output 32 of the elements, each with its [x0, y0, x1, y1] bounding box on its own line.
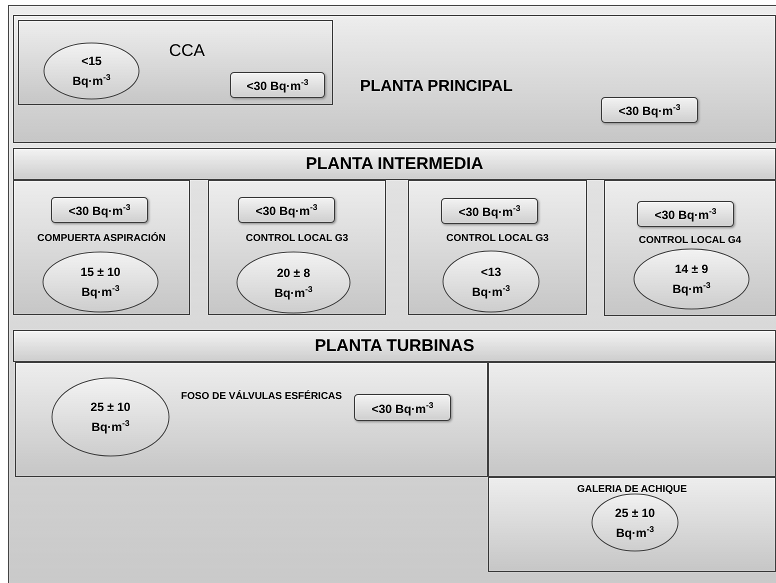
- measurement-tag: <30 Bq·m$^{-3}$: [51, 197, 148, 223]
- area-label: GALERIA DE ACHIQUE: [576, 484, 688, 495]
- measurement-value: <15 Bq·m$^{-3}$: [71, 53, 112, 89]
- measurement-value: 15 ± 10 Bq·m$^{-3}$: [80, 264, 122, 300]
- floor-header-bar: PLANTA INTERMEDIA: [13, 148, 776, 180]
- area-label: FOSO DE VÁLVULAS ESFÉRICAS: [181, 391, 342, 402]
- floor-area: [13, 180, 190, 315]
- measurement-value: 14 ± 9 Bq·m$^{-3}$: [671, 261, 712, 297]
- measurement-tag: <30 Bq·m$^{-3}$: [230, 72, 325, 98]
- measurement-tag: <30 Bq·m$^{-3}$: [637, 201, 734, 227]
- area-label: CONTROL LOCAL G4: [638, 235, 742, 246]
- measurement-tag: <30 Bq·m$^{-3}$: [441, 198, 538, 224]
- floor-area: [408, 180, 587, 315]
- measurement-value: 20 ± 8 Bq·m$^{-3}$: [273, 264, 314, 300]
- floor-area: [13, 15, 776, 143]
- measurement-value: 25 ± 10 Bq·m$^{-3}$: [614, 504, 656, 540]
- measurement-value: 25 ± 10 Bq·m$^{-3}$: [90, 399, 132, 435]
- room-area: [18, 20, 333, 105]
- measurement-tag: <30 Bq·m$^{-3}$: [601, 97, 698, 123]
- floor-area: [208, 180, 386, 315]
- area-label: COMPUERTA ASPIRACIÓN: [36, 233, 167, 244]
- measurement-value: <13 Bq·m$^{-3}$: [470, 264, 512, 300]
- measurement-tag: <30 Bq·m$^{-3}$: [238, 197, 335, 223]
- floor-area: [488, 477, 776, 572]
- area-label: PLANTA PRINCIPAL: [360, 78, 513, 96]
- area-label: CONTROL LOCAL G3: [244, 233, 350, 244]
- floor-area: [15, 362, 488, 477]
- floor-header-bar: PLANTA TURBINAS: [13, 330, 776, 362]
- area-label: CCA: [169, 41, 205, 61]
- floor-area: [604, 180, 776, 316]
- area-label: CONTROL LOCAL G3: [445, 233, 550, 244]
- measurement-tag: <30 Bq·m$^{-3}$: [354, 394, 451, 421]
